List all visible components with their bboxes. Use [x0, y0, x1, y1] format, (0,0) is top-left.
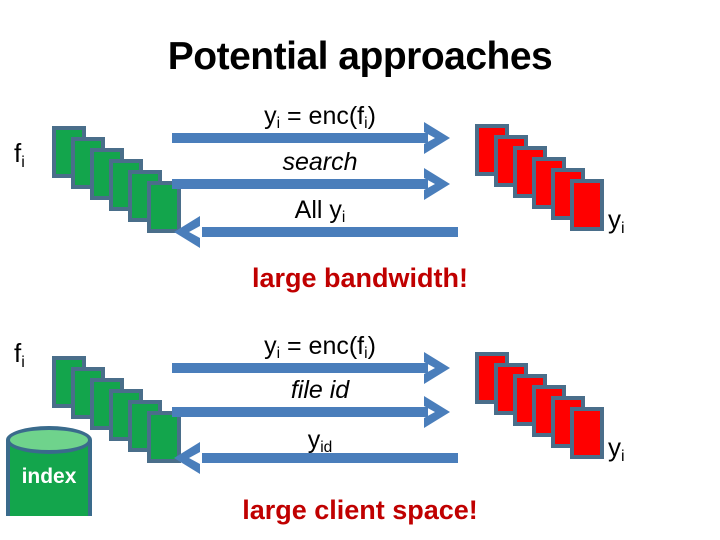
document-icon: [147, 411, 181, 463]
scenario-one-cipher-stack: [475, 124, 605, 231]
scenario-one-arrow-3-left: [172, 214, 458, 250]
scenario-one-right-label: yi: [608, 204, 625, 236]
scenario-one-message-3-label: All yi: [180, 196, 460, 227]
msg-rest: = enc(f: [280, 102, 365, 130]
msg-sub2: i: [364, 345, 368, 363]
arrow-head-right-icon: [422, 120, 452, 156]
arrow-shaft: [172, 133, 428, 143]
msg-text: y: [307, 426, 321, 454]
msg-sub: id: [320, 439, 333, 457]
msg-sub2: i: [364, 115, 368, 133]
scenario-one-right-label-sub: i: [621, 218, 625, 237]
scenario-one-message-2-label: search: [180, 150, 460, 175]
msg-text: y: [264, 332, 277, 360]
msg-text: search: [282, 148, 358, 176]
arrow-head-left-icon: [172, 214, 202, 250]
scenario-one-callout: large bandwidth!: [252, 263, 468, 293]
msg-text: y: [264, 102, 277, 130]
scenario-two-message-3-label: yid: [180, 426, 460, 457]
index-label: index: [21, 465, 77, 488]
arrow-shaft: [172, 363, 428, 373]
arrow-head-left-icon: [172, 440, 202, 476]
msg-tail: ): [367, 102, 376, 130]
msg-sub: i: [276, 345, 281, 363]
scenario-one-left-label: fi: [14, 138, 25, 170]
scenario-two-left-label: fi: [14, 338, 25, 370]
scenario-one-file-stack: [52, 126, 182, 233]
scenario-one-arrow-2-right: [172, 166, 458, 202]
scenario-two-left-label-base: f: [14, 338, 22, 368]
index-database-icon: index: [6, 426, 92, 520]
scenario-one-right-label-base: y: [608, 204, 621, 234]
cylinder-top: [6, 426, 92, 454]
msg-sub: i: [276, 115, 281, 133]
scenario-one-left-label-base: f: [14, 138, 22, 168]
arrow-head-right-icon: [422, 166, 452, 202]
scenario-two-file-stack: [52, 356, 182, 463]
msg-text: All y: [294, 196, 342, 224]
scenario-two-message-1-label: yi = enc(fi): [180, 332, 460, 363]
scenario-two-right-label: yi: [608, 432, 625, 464]
scenario-two-arrow-1-right: [172, 350, 458, 386]
scenario-two-message-2-label: file id: [180, 378, 460, 403]
scenario-one-message-1-label: yi = enc(fi): [180, 102, 460, 133]
arrow-head-right-icon: [422, 394, 452, 430]
arrow-head-right-icon: [422, 350, 452, 386]
arrow-shaft: [202, 453, 458, 463]
scenario-two-left-label-sub: i: [21, 352, 25, 371]
msg-text: file id: [290, 376, 350, 404]
msg-tail: ): [367, 332, 376, 360]
scenario-two-right-label-sub: i: [621, 446, 625, 465]
arrow-shaft: [172, 179, 428, 189]
arrow-shaft: [172, 407, 428, 417]
scenario-two-cipher-stack: [475, 352, 605, 459]
document-icon: [147, 181, 181, 233]
page-title: Potential approaches: [167, 35, 553, 78]
scenario-one-left-label-sub: i: [21, 152, 25, 171]
msg-sub: i: [341, 209, 346, 227]
scenario-two-arrow-2-right: [172, 394, 458, 430]
scenario-two-callout: large client space!: [242, 495, 478, 525]
scenario-two-right-label-base: y: [608, 432, 621, 462]
document-icon: [570, 407, 604, 459]
scenario-two-arrow-3-left: [172, 440, 458, 476]
document-icon: [71, 137, 105, 189]
scenario-one-arrow-1-right: [172, 120, 458, 156]
document-icon: [570, 179, 604, 231]
arrow-shaft: [202, 227, 458, 237]
msg-rest: = enc(f: [280, 332, 365, 360]
